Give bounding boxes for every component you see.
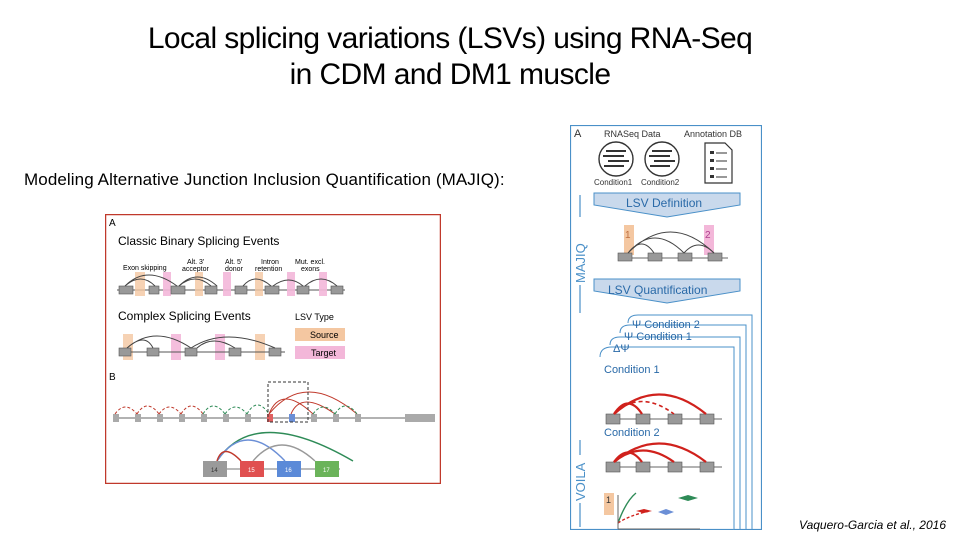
slide-title-line2: in CDM and DM1 muscle xyxy=(289,58,611,91)
source-swatch xyxy=(295,328,345,341)
source-label: Source xyxy=(310,330,339,340)
condition2-data-icon xyxy=(644,141,680,177)
complex-events-row xyxy=(118,334,285,360)
target-label: Target xyxy=(311,348,337,358)
condition1-graph xyxy=(605,393,722,425)
condition2-icon-label: Condition2 xyxy=(641,178,680,187)
source-number-1: 1 xyxy=(625,230,631,241)
exon-16-label: 16 xyxy=(285,468,292,474)
slide-subtitle: Modeling Alternative Junction Inclusion … xyxy=(24,170,505,189)
lsv-quantification-label: LSV Quantification xyxy=(608,283,707,297)
event-mutex: Mut. excl.exons xyxy=(295,259,325,273)
event-exon-skipping: Exon skipping xyxy=(123,265,167,272)
condition1-icon-label: Condition1 xyxy=(594,178,633,187)
annotation-db-icon xyxy=(704,142,733,184)
lsv-definition-arrow xyxy=(593,192,741,218)
exon-14-label: 14 xyxy=(211,468,218,474)
condition-panels-stack xyxy=(599,314,753,530)
panel-b-label: B xyxy=(109,372,116,383)
condition1-data-icon xyxy=(598,141,634,177)
exon-14 xyxy=(203,461,227,477)
classic-events-row xyxy=(117,272,345,296)
exon-17-label: 17 xyxy=(323,468,330,474)
majiq-pipeline-figure: A RNASeq Data Annotation DB Condition1 C… xyxy=(570,125,762,530)
delta-psi-label: ΔΨ xyxy=(613,343,630,355)
voila-label: VOILA xyxy=(573,462,588,501)
lsv-definition-graph xyxy=(617,225,728,262)
gene-structure xyxy=(113,381,435,423)
bottom-plot: 1 xyxy=(604,492,700,530)
lsv-type-label: LSV Type xyxy=(295,312,334,322)
target-swatch xyxy=(295,346,345,359)
condition2-label: Condition 2 xyxy=(604,427,660,439)
panel-a-label-right: A xyxy=(574,128,582,140)
exon-16 xyxy=(277,461,301,477)
psi-condition1-label: Ψ Condition 1 xyxy=(624,331,692,343)
complex-heading: Complex Splicing Events xyxy=(118,309,251,323)
annotation-db-label: Annotation DB xyxy=(684,129,742,139)
exon-17 xyxy=(315,461,339,477)
zoomed-exons: 14 15 16 17 xyxy=(203,431,354,477)
rnaseq-data-label: RNASeq Data xyxy=(604,129,661,139)
condition1-label: Condition 1 xyxy=(604,364,660,376)
event-alt5: Alt. 5'donor xyxy=(225,259,244,273)
exon-15 xyxy=(240,461,264,477)
exon-15-label: 15 xyxy=(248,468,255,474)
panel-a-label: A xyxy=(109,218,116,229)
slide-title-line1: Local splicing variations (LSVs) using R… xyxy=(147,22,753,55)
condition2-graph xyxy=(605,442,722,473)
citation: Vaquero-Garcia et al., 2016 xyxy=(799,518,946,532)
lsv-quantification-arrow xyxy=(593,278,741,304)
psi-condition2-label: Ψ Condition 2 xyxy=(632,319,700,331)
splicing-events-figure: A Classic Binary Splicing Events Exon sk… xyxy=(105,214,441,484)
classic-heading: Classic Binary Splicing Events xyxy=(118,234,279,248)
lsv-definition-label: LSV Definition xyxy=(626,196,702,210)
majiq-label: MAJIQ xyxy=(573,243,588,283)
event-alt3: Alt. 3'acceptor xyxy=(182,259,210,273)
bottom-number-1: 1 xyxy=(606,495,611,505)
target-number-2: 2 xyxy=(705,230,711,241)
